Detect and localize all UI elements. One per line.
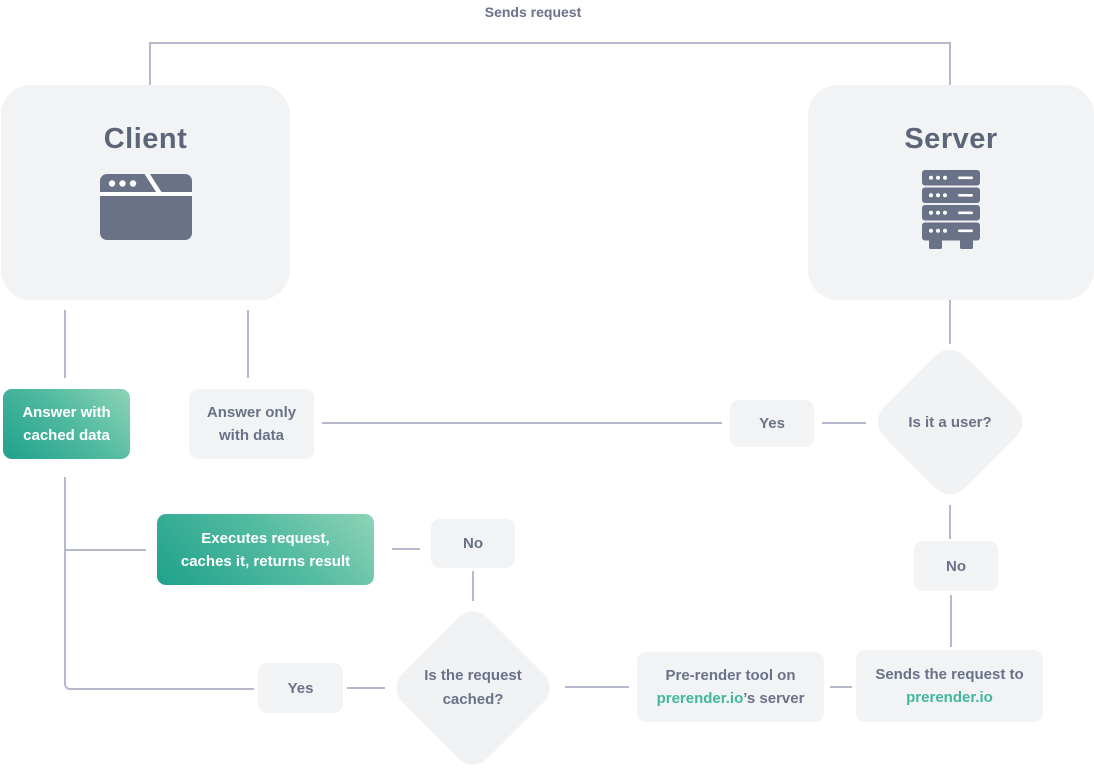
is-cached-line1: Is the request <box>424 667 522 684</box>
node-no-bottom-label: No <box>463 535 483 552</box>
node-no-bottom: No <box>431 519 515 568</box>
connector-yes-to-is-user <box>822 422 866 424</box>
server-title: Server <box>904 123 998 155</box>
node-executes-line2: caches it, returns result <box>180 552 351 570</box>
node-executes-line1: Executes request, <box>201 529 330 547</box>
connector-server-to-diamond <box>949 300 951 344</box>
prerender-tool-suffix: ’s server <box>743 690 805 707</box>
node-prerender-tool-line1: Pre-render tool on <box>665 667 796 684</box>
node-answer-cached-line2: cached data <box>23 427 110 444</box>
node-answer-only-line2: with data <box>218 427 284 444</box>
connector-sends-to-tool <box>830 686 852 688</box>
node-answer-cached-line1: Answer with <box>22 404 111 421</box>
server-box: Server <box>808 85 1094 300</box>
client-title: Client <box>103 123 188 155</box>
connector-answer-only-to-yes <box>322 422 722 424</box>
connector-is-user-to-no <box>949 505 951 539</box>
client-box: Client <box>1 85 290 300</box>
node-answer-only-line1: Answer only <box>206 404 297 421</box>
node-yes-top-label: Yes <box>759 415 785 432</box>
node-executes: Executes request, caches it, returns res… <box>157 514 374 585</box>
diamond-is-cached-label: Is the request cached? <box>393 664 553 712</box>
node-prerender-tool-line2: prerender.io’s server <box>657 687 805 710</box>
node-sends-request-line1: Sends the request to <box>875 666 1024 683</box>
connector-left-branch-to-executes <box>64 549 146 551</box>
node-no-right: No <box>914 541 998 591</box>
server-icon <box>922 170 980 255</box>
node-no-right-label: No <box>946 557 966 575</box>
node-answer-only: Answer only with data <box>189 389 314 459</box>
is-cached-line2: cached? <box>442 691 504 708</box>
connector-client-to-cached <box>64 310 66 378</box>
connector-yes-bottom-to-diamond <box>347 687 385 689</box>
connector-top-left <box>149 42 151 86</box>
diamond-is-user-label: Is it a user? <box>880 408 1020 438</box>
connector-no-bottom-to-diamond <box>472 571 474 601</box>
connector-top-horizontal <box>149 42 951 44</box>
connector-cached-to-yes-elbow <box>64 477 254 690</box>
connector-executes-to-no <box>392 548 420 550</box>
connector-client-to-answer-only <box>247 310 249 378</box>
node-prerender-tool: Pre-render tool on prerender.io’s server <box>637 652 824 722</box>
connector-top-right <box>949 42 951 86</box>
connector-no-to-sends <box>950 595 952 647</box>
browser-icon <box>99 170 192 245</box>
prerender-io-link-2[interactable]: prerender.io <box>656 690 744 707</box>
prerender-io-link[interactable]: prerender.io <box>906 689 993 706</box>
connector-tool-to-is-cached <box>565 686 629 688</box>
node-yes-bottom-label: Yes <box>287 679 314 697</box>
node-yes-bottom: Yes <box>258 663 343 713</box>
is-user-text: Is it a user? <box>908 414 992 431</box>
node-sends-request: Sends the request to prerender.io <box>856 650 1043 722</box>
node-yes-top: Yes <box>730 400 814 447</box>
sends-request-label: Sends request <box>484 4 582 20</box>
node-answer-cached: Answer with cached data <box>3 389 130 459</box>
